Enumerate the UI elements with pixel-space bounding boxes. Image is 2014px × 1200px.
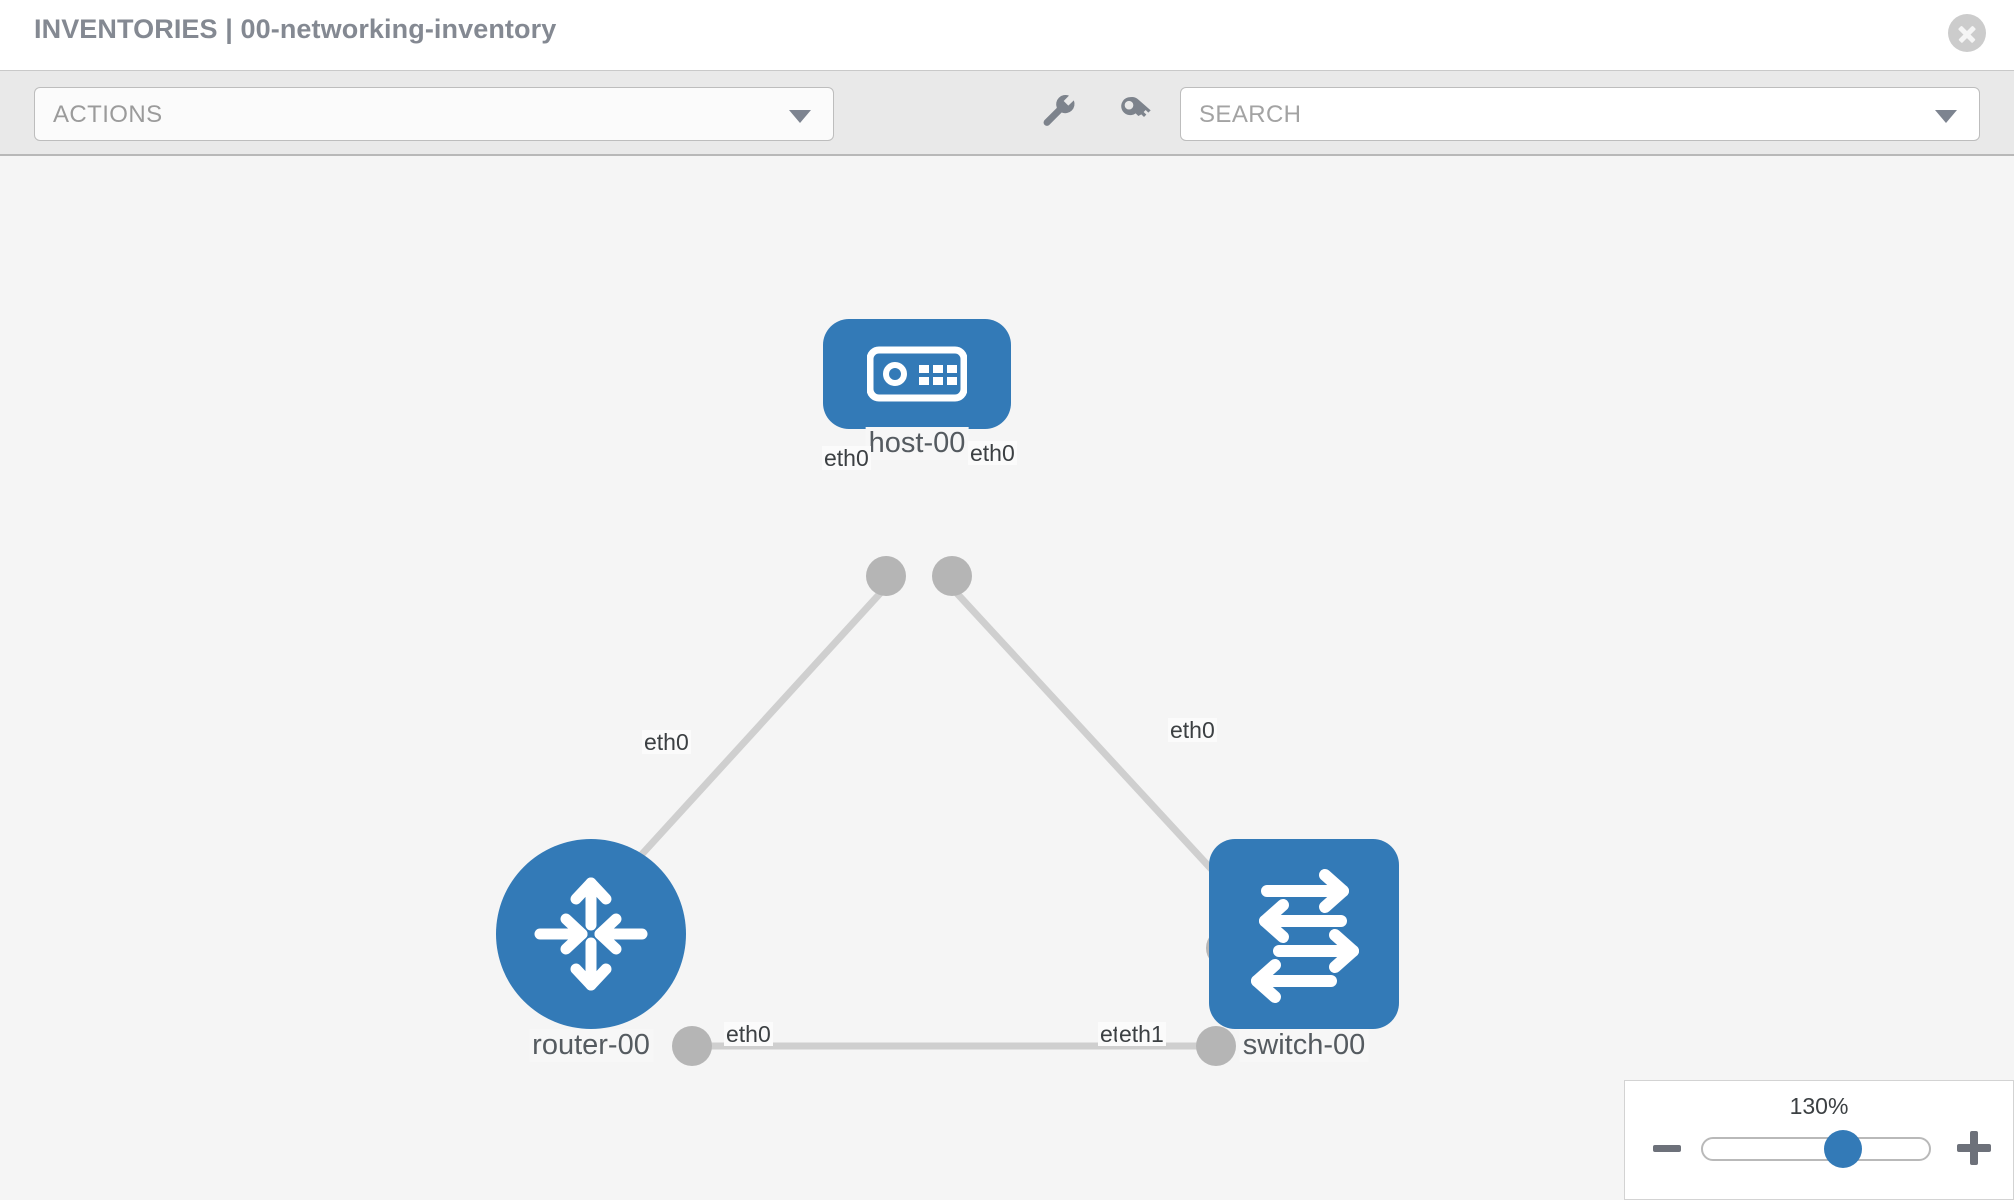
zoom-out-button[interactable] [1653,1131,1681,1165]
link-host-switch [949,585,1241,901]
page-header: INVENTORIES | 00-networking-inventory [0,0,2014,70]
close-icon[interactable] [1948,14,1986,52]
page-title: INVENTORIES | 00-networking-inventory [34,14,557,44]
interface-label-router-right: eth0 [724,1021,773,1047]
interface-label-host-right: eth0 [968,440,1017,466]
plus-icon-vertical [1970,1131,1978,1165]
interface-label-switch-up: eth0 [1168,717,1217,743]
node-switch-00[interactable]: switch-00 [1209,839,1399,1062]
server-icon [867,346,967,402]
zoom-slider-thumb[interactable] [1824,1130,1863,1168]
node-switch-00-label: switch-00 [1239,1029,1369,1062]
port-router-right[interactable] [672,1026,712,1066]
toolbar: ACTIONS SEARCH [0,70,2014,156]
zoom-control-panel: 130% [1624,1080,2014,1200]
port-host-left[interactable] [866,556,906,596]
search-input[interactable]: SEARCH [1180,87,1980,141]
zoom-control-row [1625,1129,2013,1169]
chevron-down-icon [789,110,811,123]
toolbar-icon-group [1040,93,1188,138]
wrench-icon[interactable] [1040,93,1080,138]
zoom-slider[interactable] [1701,1130,1931,1168]
node-host-00-label: host-00 [865,427,969,460]
key-icon[interactable] [1116,93,1156,138]
interface-label-router-up: eth0 [642,729,691,755]
interface-label-host-left: eth0 [822,445,871,471]
port-switch-left[interactable] [1196,1026,1236,1066]
interface-label-switch-left: eth1 [1117,1021,1166,1047]
minus-icon [1653,1145,1681,1152]
topology-links [599,585,1241,1050]
node-router-00-label: router-00 [529,1029,653,1062]
node-host-00[interactable]: host-00 [823,319,1011,460]
port-host-right[interactable] [932,556,972,596]
zoom-in-button[interactable] [1957,1131,1991,1165]
zoom-level-value: 130% [1789,1093,1849,1119]
actions-dropdown-label: ACTIONS [53,101,163,128]
chevron-down-icon[interactable] [1935,110,1957,123]
node-router-00-shape [496,839,686,1029]
node-switch-00-shape [1209,839,1399,1029]
node-host-00-shape [823,319,1011,429]
router-icon [534,877,648,991]
node-router-00[interactable]: router-00 [496,839,686,1062]
topology-canvas[interactable]: host-00 router-00 [0,156,2014,1200]
actions-dropdown[interactable]: ACTIONS [34,87,834,141]
switch-icon [1251,869,1359,1003]
search-placeholder: SEARCH [1199,101,1302,128]
link-host-router [599,585,888,901]
